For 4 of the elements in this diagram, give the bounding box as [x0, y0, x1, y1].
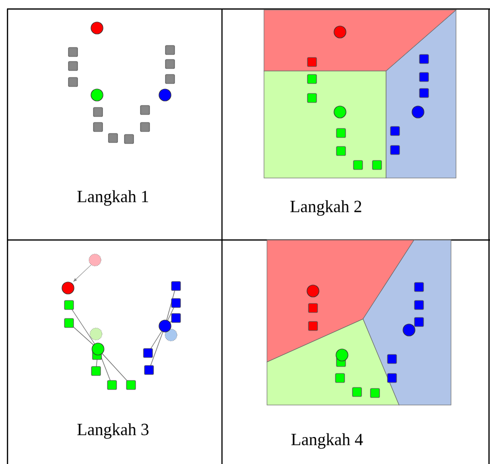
step-label: Langkah 1	[77, 190, 148, 206]
step-label: Langkah 2	[290, 200, 362, 216]
step-label: Langkah 4	[291, 433, 363, 449]
step-label: Langkah 3	[77, 423, 148, 439]
